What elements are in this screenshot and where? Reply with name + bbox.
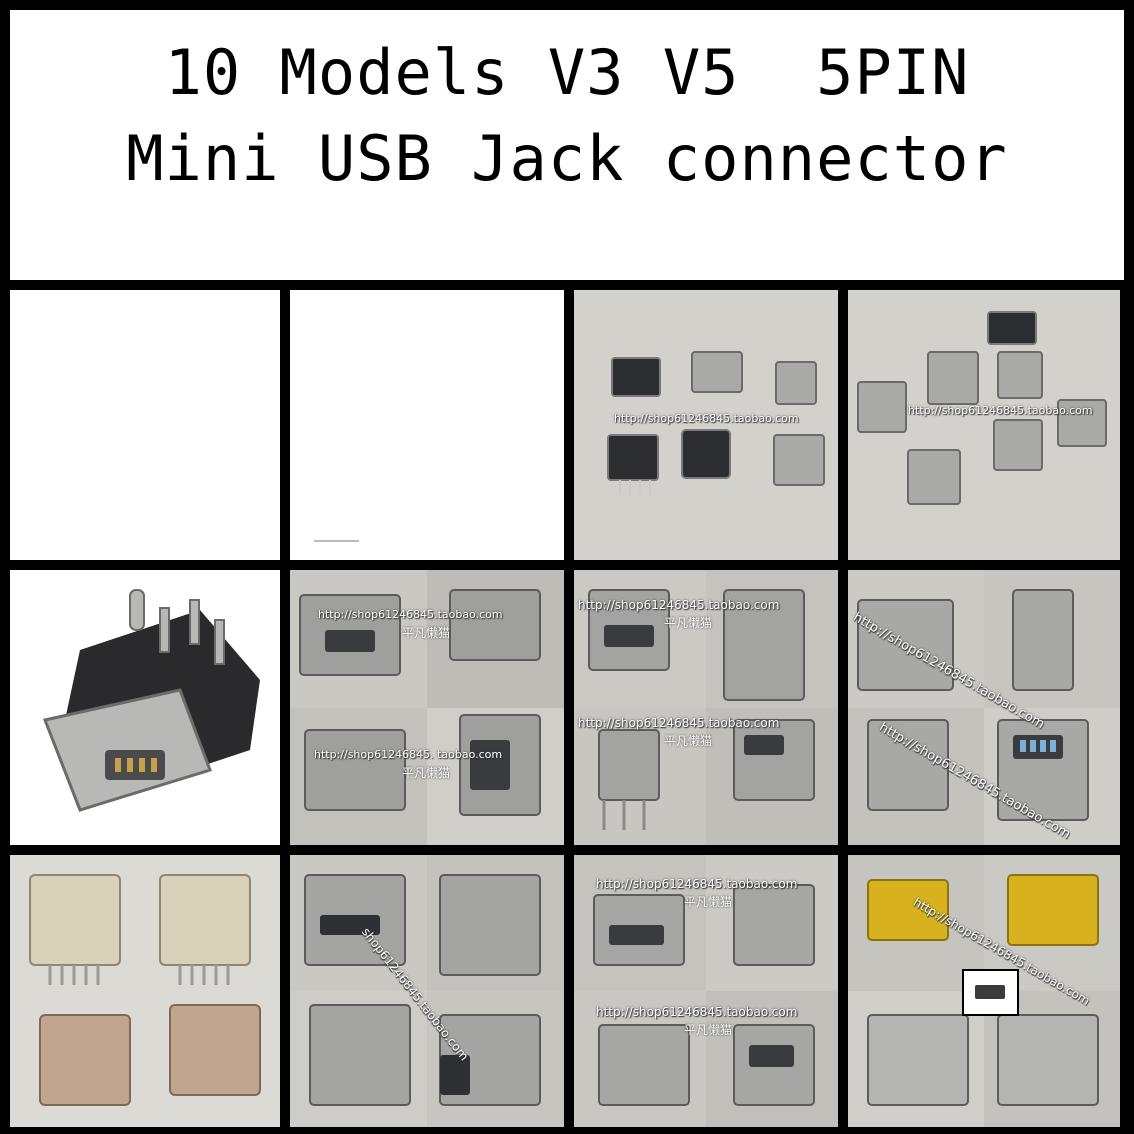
divider-mark [314, 540, 359, 542]
photo-vertical-set-2: http://shop61246845.taobao.com http://sh… [848, 570, 1120, 845]
watermark-shop-name: 平凡懒猫 [402, 626, 451, 640]
watermark-shop-name: 平凡懒猫 [684, 1023, 733, 1037]
photo-connectors-group-b: http://shop61246845.taobao.com [848, 290, 1120, 560]
watermark-url: http://shop61246845. taobao.com [314, 748, 503, 761]
watermark-url: http://shop61246845.taobao.com [578, 598, 780, 612]
watermark-url: http://shop61246845.taobao.com [908, 404, 1093, 417]
vertical-set-2-picture [857, 589, 1089, 821]
watermark-url: http://shop61246845.taobao.com [596, 1005, 798, 1019]
smd-set-2-picture [304, 874, 541, 1106]
watermark-shop-name: 平凡懒猫 [664, 616, 713, 630]
photo-connectors-group-a: http://shop61246845.taobao.com [574, 290, 838, 560]
title-line-2: Mini USB Jack connector [126, 122, 1008, 195]
photo-vertical-set-1: http://shop61246845.taobao.com 平凡懒猫 http… [574, 570, 838, 845]
watermark-url: http://shop61246845.taobao.com [578, 716, 780, 730]
smd-yellow-set-picture [867, 874, 1099, 1106]
watermark-shop-name: 平凡懒猫 [684, 895, 733, 909]
vertical-set-1-picture [588, 589, 815, 830]
smd-set-3-picture [593, 884, 815, 1106]
watermark-url: http://shop61246845.taobao.com [614, 412, 799, 425]
single-connector-picture [10, 570, 280, 845]
title-banner: 10 Models V3 V5 5PIN Mini USB Jack conne… [10, 10, 1124, 280]
title-line-1: 10 Models V3 V5 5PIN [164, 36, 970, 109]
watermark-shop-name: 平凡懒猫 [664, 734, 713, 748]
right-angle-set-1-picture [299, 589, 541, 816]
watermark-url: http://shop61246845.taobao.com [596, 877, 798, 891]
photo-right-angle-set-1: http://shop61246845.taobao.com 平凡懒猫 http… [290, 570, 564, 845]
photo-grid: http://shop61246845.taobao.com http://sh… [10, 290, 1120, 1127]
photo-smd-yellow-set: http://shop61246845.taobao.com [848, 855, 1120, 1127]
photo-smd-set-2: shop61246845.taobao.com [290, 855, 564, 1127]
photo-smd-set-3: http://shop61246845.taobao.com 平凡懒猫 http… [574, 855, 838, 1127]
watermark-shop-name: 平凡懒猫 [402, 766, 451, 780]
blank-cell-2 [290, 290, 564, 560]
connector-group-a-picture [574, 290, 838, 560]
photo-single-connector [10, 570, 280, 845]
smd-beige-set-picture [10, 855, 280, 1127]
blank-cell-1 [10, 290, 280, 560]
photo-smd-beige-set [10, 855, 280, 1127]
connector-group-b-picture [848, 290, 1120, 560]
watermark-url: http://shop61246845.taobao.com [318, 608, 503, 621]
